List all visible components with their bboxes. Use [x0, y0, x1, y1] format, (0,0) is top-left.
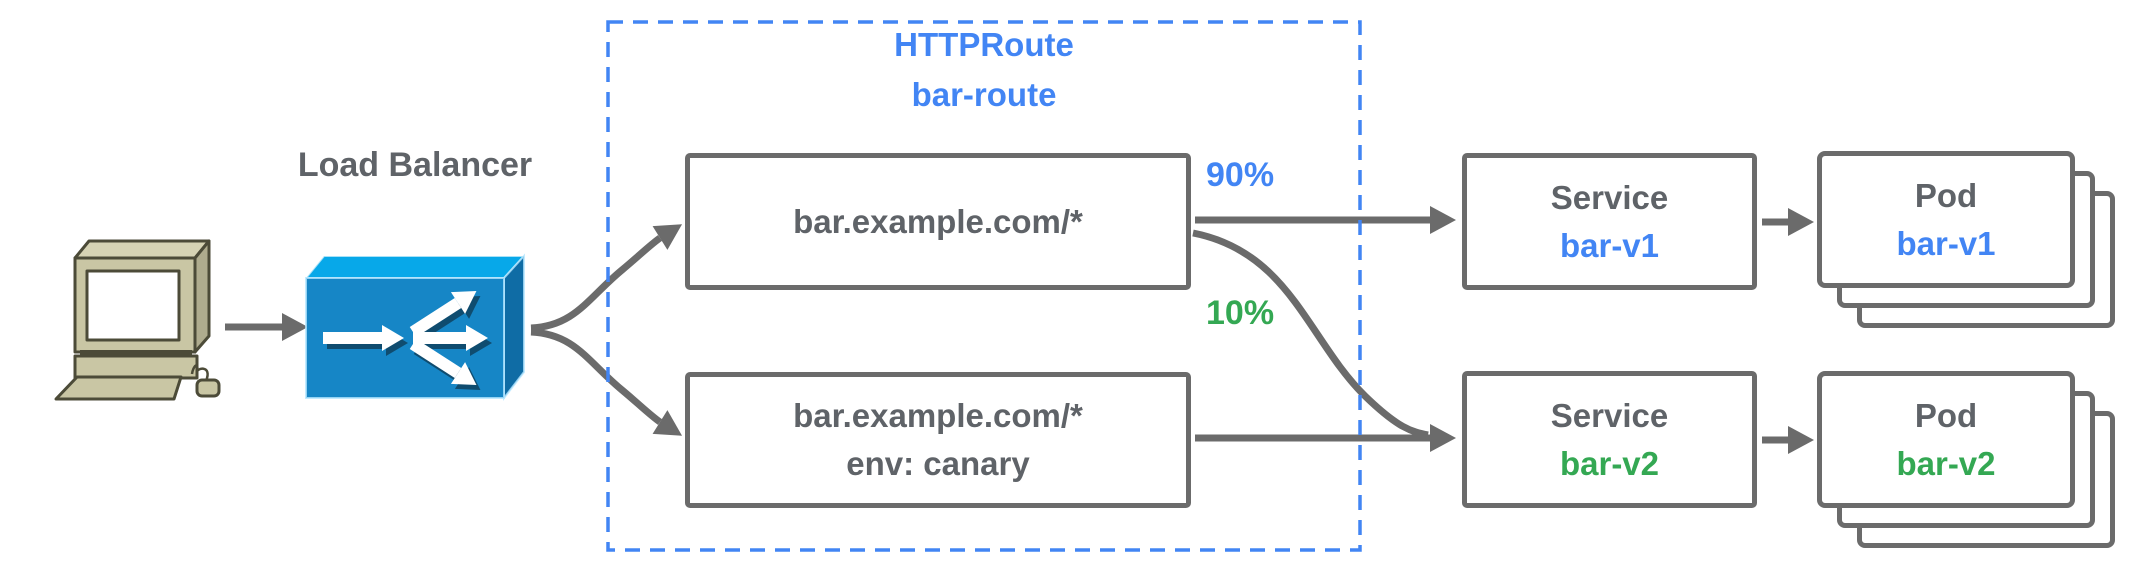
- lb-to-rule2-arrow: [530, 328, 683, 436]
- httproute-name: bar-route: [911, 76, 1057, 113]
- httproute-title: HTTPRoute bar-route: [608, 20, 1360, 120]
- service1-name: bar-v1: [1559, 226, 1660, 264]
- rule-primary-match: bar.example.com/*: [793, 202, 1083, 240]
- pod1-kind: Pod: [1914, 176, 1978, 214]
- weight-label-canary: 10%: [1206, 294, 1275, 332]
- connector-arrows: [225, 206, 1814, 454]
- httproute-kind: HTTPRoute: [894, 26, 1074, 63]
- pod1-name: bar-v1: [1896, 224, 1996, 262]
- service2-to-pod2-arrow: [1762, 426, 1814, 454]
- service-box-bar-v2: Service bar-v2: [1462, 371, 1757, 508]
- lb-fan-arrows: [323, 291, 488, 385]
- rule-box-primary: bar.example.com/*: [685, 153, 1191, 290]
- service2-kind: Service: [1550, 396, 1669, 434]
- pod-stack-bar-v1: Pod bar-v1: [1817, 151, 2115, 331]
- httproute-boundary: [606, 20, 1362, 552]
- lb-to-rule1-arrow: [530, 224, 683, 332]
- pod-stack-bar-v2: Pod bar-v2: [1817, 371, 2115, 551]
- rule1-to-service1-arrow: [1195, 206, 1456, 234]
- rule-box-canary: bar.example.com/* env: canary: [685, 372, 1191, 508]
- client-computer-icon: [54, 239, 221, 401]
- client-to-lb-arrow: [225, 313, 308, 341]
- load-balancer-icon: [303, 253, 527, 401]
- rule1-to-service2-curve: [1192, 229, 1429, 439]
- rule2-to-service2-arrow: [1195, 424, 1456, 452]
- pod2-name: bar-v2: [1896, 444, 1996, 482]
- service-box-bar-v1: Service bar-v1: [1462, 153, 1757, 290]
- pod-card-bar-v2: Pod bar-v2: [1817, 371, 2075, 508]
- service1-kind: Service: [1550, 178, 1669, 216]
- service1-to-pod1-arrow: [1762, 208, 1814, 236]
- rule-canary-match: bar.example.com/*: [793, 397, 1083, 434]
- pod-card-bar-v1: Pod bar-v1: [1817, 151, 2075, 288]
- load-balancer-label: Load Balancer: [297, 146, 533, 184]
- service2-name: bar-v2: [1559, 444, 1660, 482]
- pod2-kind: Pod: [1914, 396, 1978, 434]
- weight-label-primary: 90%: [1206, 156, 1275, 194]
- rule-canary-header: env: canary: [846, 445, 1030, 482]
